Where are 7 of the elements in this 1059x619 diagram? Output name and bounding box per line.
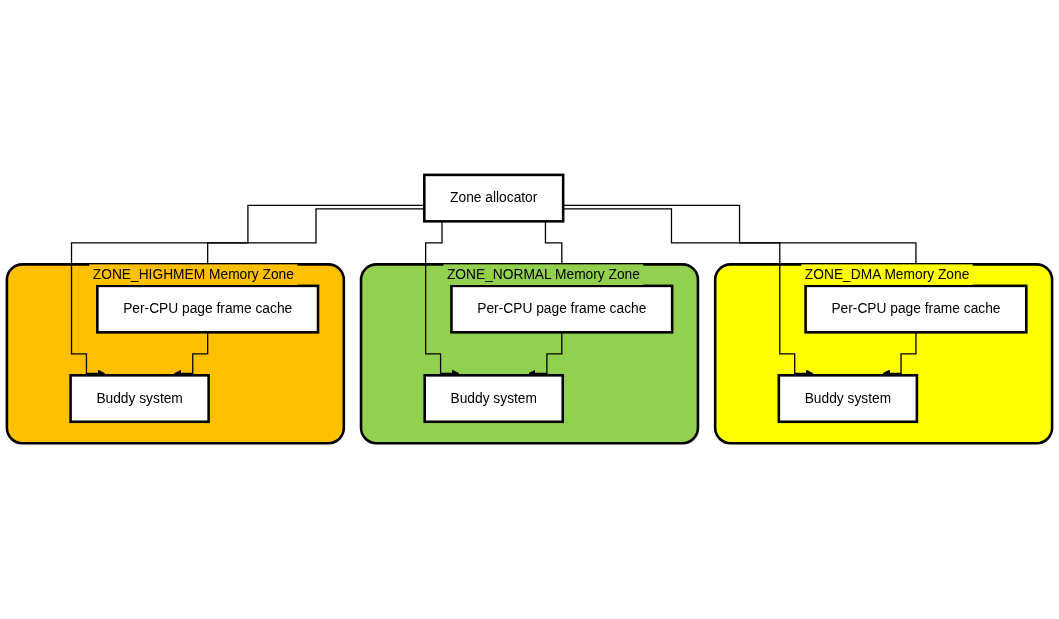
- node-box: Per-CPU page frame cache: [804, 284, 1028, 334]
- node-box: Buddy system: [69, 374, 210, 424]
- node-box: Zone allocator: [423, 174, 565, 224]
- node-box: Buddy system: [423, 374, 565, 424]
- node-box: Per-CPU page frame cache: [96, 284, 320, 334]
- node-box: Per-CPU page frame cache: [450, 284, 674, 334]
- node-box: Buddy system: [777, 374, 919, 424]
